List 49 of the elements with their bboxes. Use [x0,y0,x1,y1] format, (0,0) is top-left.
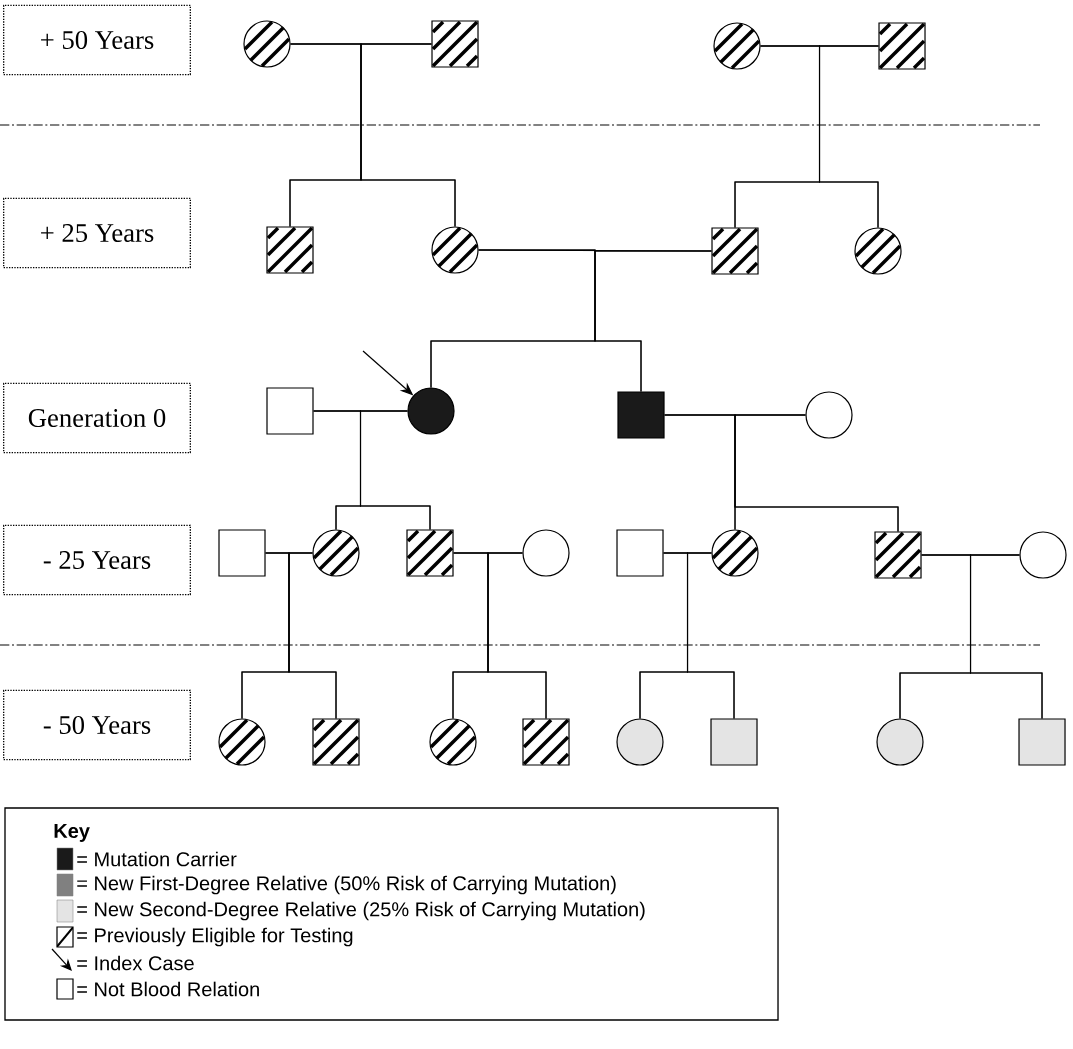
descent-line [360,43,456,227]
generation-label: - 25 Years [3,524,191,596]
generation-label: + 50 Years [3,4,191,76]
female-circle [243,20,291,68]
female-circle [431,226,479,274]
female-circle [711,529,759,577]
descent-line [487,552,547,719]
descent-line [686,552,735,719]
female-circle [429,718,477,766]
key-heading: Key [54,824,90,842]
male-square [711,227,759,275]
legend-text: = New Second-Degree Relative (25% Risk of Carrying Mutation) [77,901,645,921]
male-square [218,529,266,577]
generation-label: Generation 0 [3,382,191,454]
descent-line [734,414,899,532]
male-square [431,20,479,68]
female-circle [1019,531,1067,579]
legend-text: = New First-Degree Relative (50% Risk of Carrying Mutation) [77,875,616,895]
descent-line [969,554,1043,719]
male-square [616,529,664,577]
male-square [406,529,454,577]
legend-text: = Index Case [77,955,194,971]
female-circle [876,718,924,766]
legend-text: = Mutation Carrier [77,851,237,867]
female-circle [218,718,266,766]
male-square [710,718,758,766]
descent-line [818,45,879,228]
female-circle [407,387,455,435]
female-circle [312,529,360,577]
male-square [266,226,314,274]
generation-label: - 50 Years [3,689,191,761]
male-square [617,391,665,439]
legend-text: = Not Blood Relation [77,981,259,997]
descent-line [594,250,712,392]
descent-line [359,410,431,530]
male-square [522,718,570,766]
male-square [874,531,922,579]
female-circle [854,227,902,275]
female-circle [713,22,761,70]
female-circle [522,529,570,577]
generation-label: + 25 Years [3,197,191,269]
male-square [1018,718,1066,766]
legend-text: = Previously Eligible for Testing [77,927,353,947]
male-square [266,387,314,435]
male-square [312,718,360,766]
female-circle [616,718,664,766]
male-square [878,22,926,70]
female-circle [805,391,853,439]
descent-line [288,552,337,719]
